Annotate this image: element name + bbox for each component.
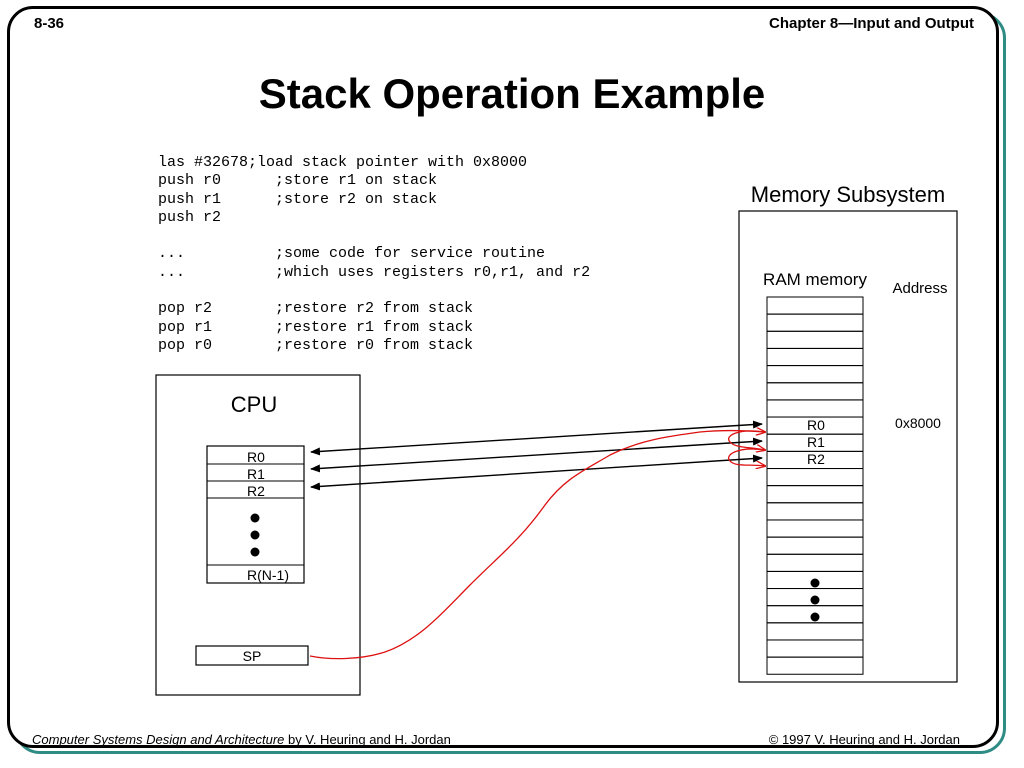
assembly-code: las #32678;load stack pointer with 0x800… bbox=[158, 154, 590, 355]
register-last: R(N-1) bbox=[247, 567, 289, 583]
ram-cell bbox=[766, 382, 864, 401]
code-line: pop r2 ;restore r2 from stack bbox=[158, 300, 474, 318]
ellipsis-dot bbox=[810, 612, 820, 622]
ram-cell bbox=[766, 639, 864, 658]
slide-number: 8-36 bbox=[34, 15, 65, 32]
cpu-box bbox=[155, 374, 361, 696]
code-line: pop r1 ;restore r1 from stack bbox=[158, 318, 474, 336]
ram-cell bbox=[766, 553, 864, 572]
cpu-label: CPU bbox=[231, 392, 277, 417]
ram-cell bbox=[766, 622, 864, 641]
sp-increment-annotation bbox=[728, 430, 765, 450]
code-line: pop r0 ;restore r0 from stack bbox=[158, 336, 474, 354]
ram-cell bbox=[766, 296, 864, 315]
code-line: ... ;some code for service routine bbox=[158, 245, 546, 263]
ram-cell bbox=[766, 365, 864, 384]
footer-copyright: © 1997 V. Heuring and H. Jordan bbox=[768, 732, 960, 747]
ellipsis-dot bbox=[810, 595, 820, 605]
transfer-arrow-r0 bbox=[310, 420, 763, 456]
transfer-arrow-r2 bbox=[310, 454, 763, 491]
register-file bbox=[206, 445, 305, 584]
code-line: push r1 ;store r2 on stack bbox=[158, 190, 438, 208]
ram-cell bbox=[766, 313, 864, 332]
register-r1: R1 bbox=[247, 466, 265, 482]
ram-cell bbox=[766, 485, 864, 504]
address-label: Address bbox=[892, 280, 947, 297]
ellipsis-dot bbox=[250, 530, 260, 540]
memory-subsystem-label: Memory Subsystem bbox=[751, 182, 945, 207]
ellipsis-dot bbox=[250, 513, 260, 523]
ellipsis-dot bbox=[250, 547, 260, 557]
sp-register bbox=[195, 645, 309, 666]
sp-pointer-annotation bbox=[309, 431, 765, 660]
ram-cell-r1: R1 bbox=[807, 434, 825, 450]
chapter-title: Chapter 8—Input and Output bbox=[769, 15, 974, 32]
ellipsis-dot bbox=[810, 578, 820, 588]
sp-label: SP bbox=[243, 648, 262, 664]
sp-increment-annotation bbox=[728, 448, 765, 466]
ram-cells bbox=[766, 296, 864, 675]
code-line: push r0 ;store r1 on stack bbox=[158, 172, 438, 190]
book-authors: by V. Heuring and H. Jordan bbox=[284, 732, 451, 747]
transfer-arrow-r1 bbox=[310, 437, 763, 473]
code-line: las #32678;load stack pointer with 0x800… bbox=[158, 154, 528, 171]
address-value: 0x8000 bbox=[895, 415, 941, 431]
slide-frame bbox=[7, 6, 999, 748]
book-title: Computer Systems Design and Architecture bbox=[32, 732, 285, 747]
register-r2: R2 bbox=[247, 483, 265, 499]
slide-title: Stack Operation Example bbox=[258, 70, 766, 117]
footer-book: Computer Systems Design and Architecture… bbox=[32, 732, 451, 747]
ram-cell bbox=[766, 468, 864, 487]
ram-cell bbox=[766, 519, 864, 538]
ram-cell bbox=[766, 536, 864, 555]
register-r0: R0 bbox=[247, 449, 265, 465]
ram-label: RAM memory bbox=[763, 270, 867, 289]
code-line: push r2 bbox=[158, 208, 222, 226]
ram-cell bbox=[766, 330, 864, 349]
ram-cell-r2: R2 bbox=[807, 451, 825, 467]
code-line: ... ;which uses registers r0,r1, and r2 bbox=[158, 263, 591, 281]
ram-cell bbox=[766, 347, 864, 367]
ram-cell bbox=[766, 399, 864, 418]
ram-cell-r0: R0 bbox=[807, 417, 825, 433]
ram-cell bbox=[766, 656, 864, 675]
ram-cell bbox=[766, 502, 864, 521]
